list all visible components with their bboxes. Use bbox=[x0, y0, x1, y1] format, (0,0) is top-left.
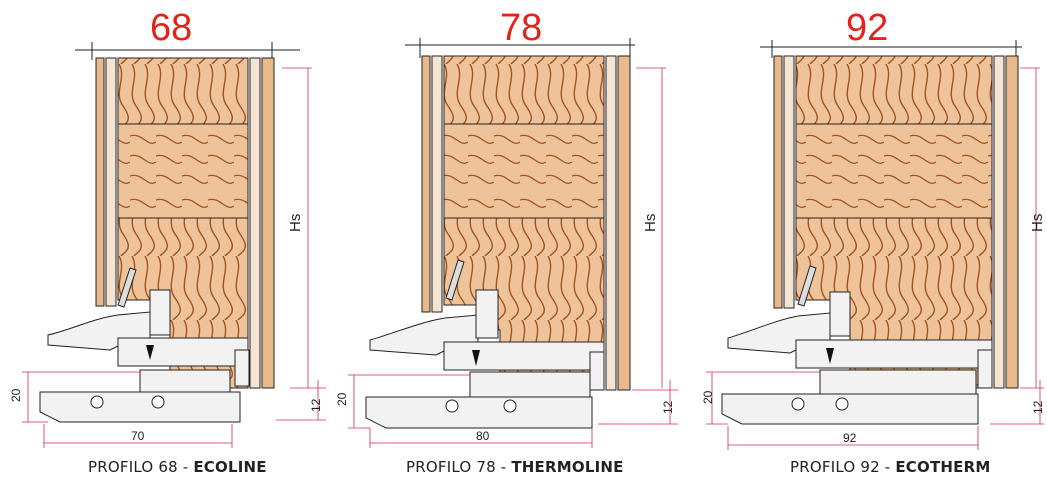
caption-prefix: PROFILO 92 - bbox=[790, 458, 896, 476]
sill-height-label: 20 bbox=[335, 392, 349, 406]
sill-height-label: 20 bbox=[9, 388, 23, 402]
caption-name: ECOTHERM bbox=[895, 458, 991, 476]
caption-name: ECOLINE bbox=[193, 458, 267, 476]
hs-label: Hs bbox=[642, 214, 659, 232]
profile-78: 78 Hs 12 20 bbox=[335, 7, 678, 448]
profile-68: 68 Hs bbox=[9, 7, 326, 448]
sill-profile bbox=[721, 291, 993, 425]
caption-profile-78: PROFILO 78 - THERMOLINE bbox=[406, 458, 624, 476]
profile-width-label: 68 bbox=[150, 7, 192, 49]
profile-92: 92 Hs 12 20 bbox=[701, 7, 1046, 450]
right-offset-label: 12 bbox=[309, 398, 323, 412]
wood-section bbox=[443, 55, 605, 391]
hs-label: Hs bbox=[287, 214, 304, 232]
caption-profile-92: PROFILO 92 - ECOTHERM bbox=[790, 458, 990, 476]
caption-name: THERMOLINE bbox=[511, 458, 624, 476]
right-offset-label: 12 bbox=[661, 400, 675, 414]
sill-height-label: 20 bbox=[701, 390, 715, 404]
right-offset-label: 12 bbox=[1031, 400, 1045, 414]
profile-width-label: 92 bbox=[846, 7, 888, 49]
caption-prefix: PROFILO 78 - bbox=[406, 458, 512, 476]
caption-prefix: PROFILO 68 - bbox=[88, 458, 194, 476]
sill-profile bbox=[365, 289, 605, 429]
caption-profile-68: PROFILO 68 - ECOLINE bbox=[88, 458, 267, 476]
sill-depth-label: 70 bbox=[131, 429, 145, 443]
hs-label: Hs bbox=[1029, 214, 1046, 232]
sill-depth-label: 80 bbox=[476, 429, 490, 443]
profile-width-label: 78 bbox=[500, 7, 542, 49]
sill-profile bbox=[39, 289, 250, 423]
sill-depth-label: 92 bbox=[843, 431, 857, 445]
